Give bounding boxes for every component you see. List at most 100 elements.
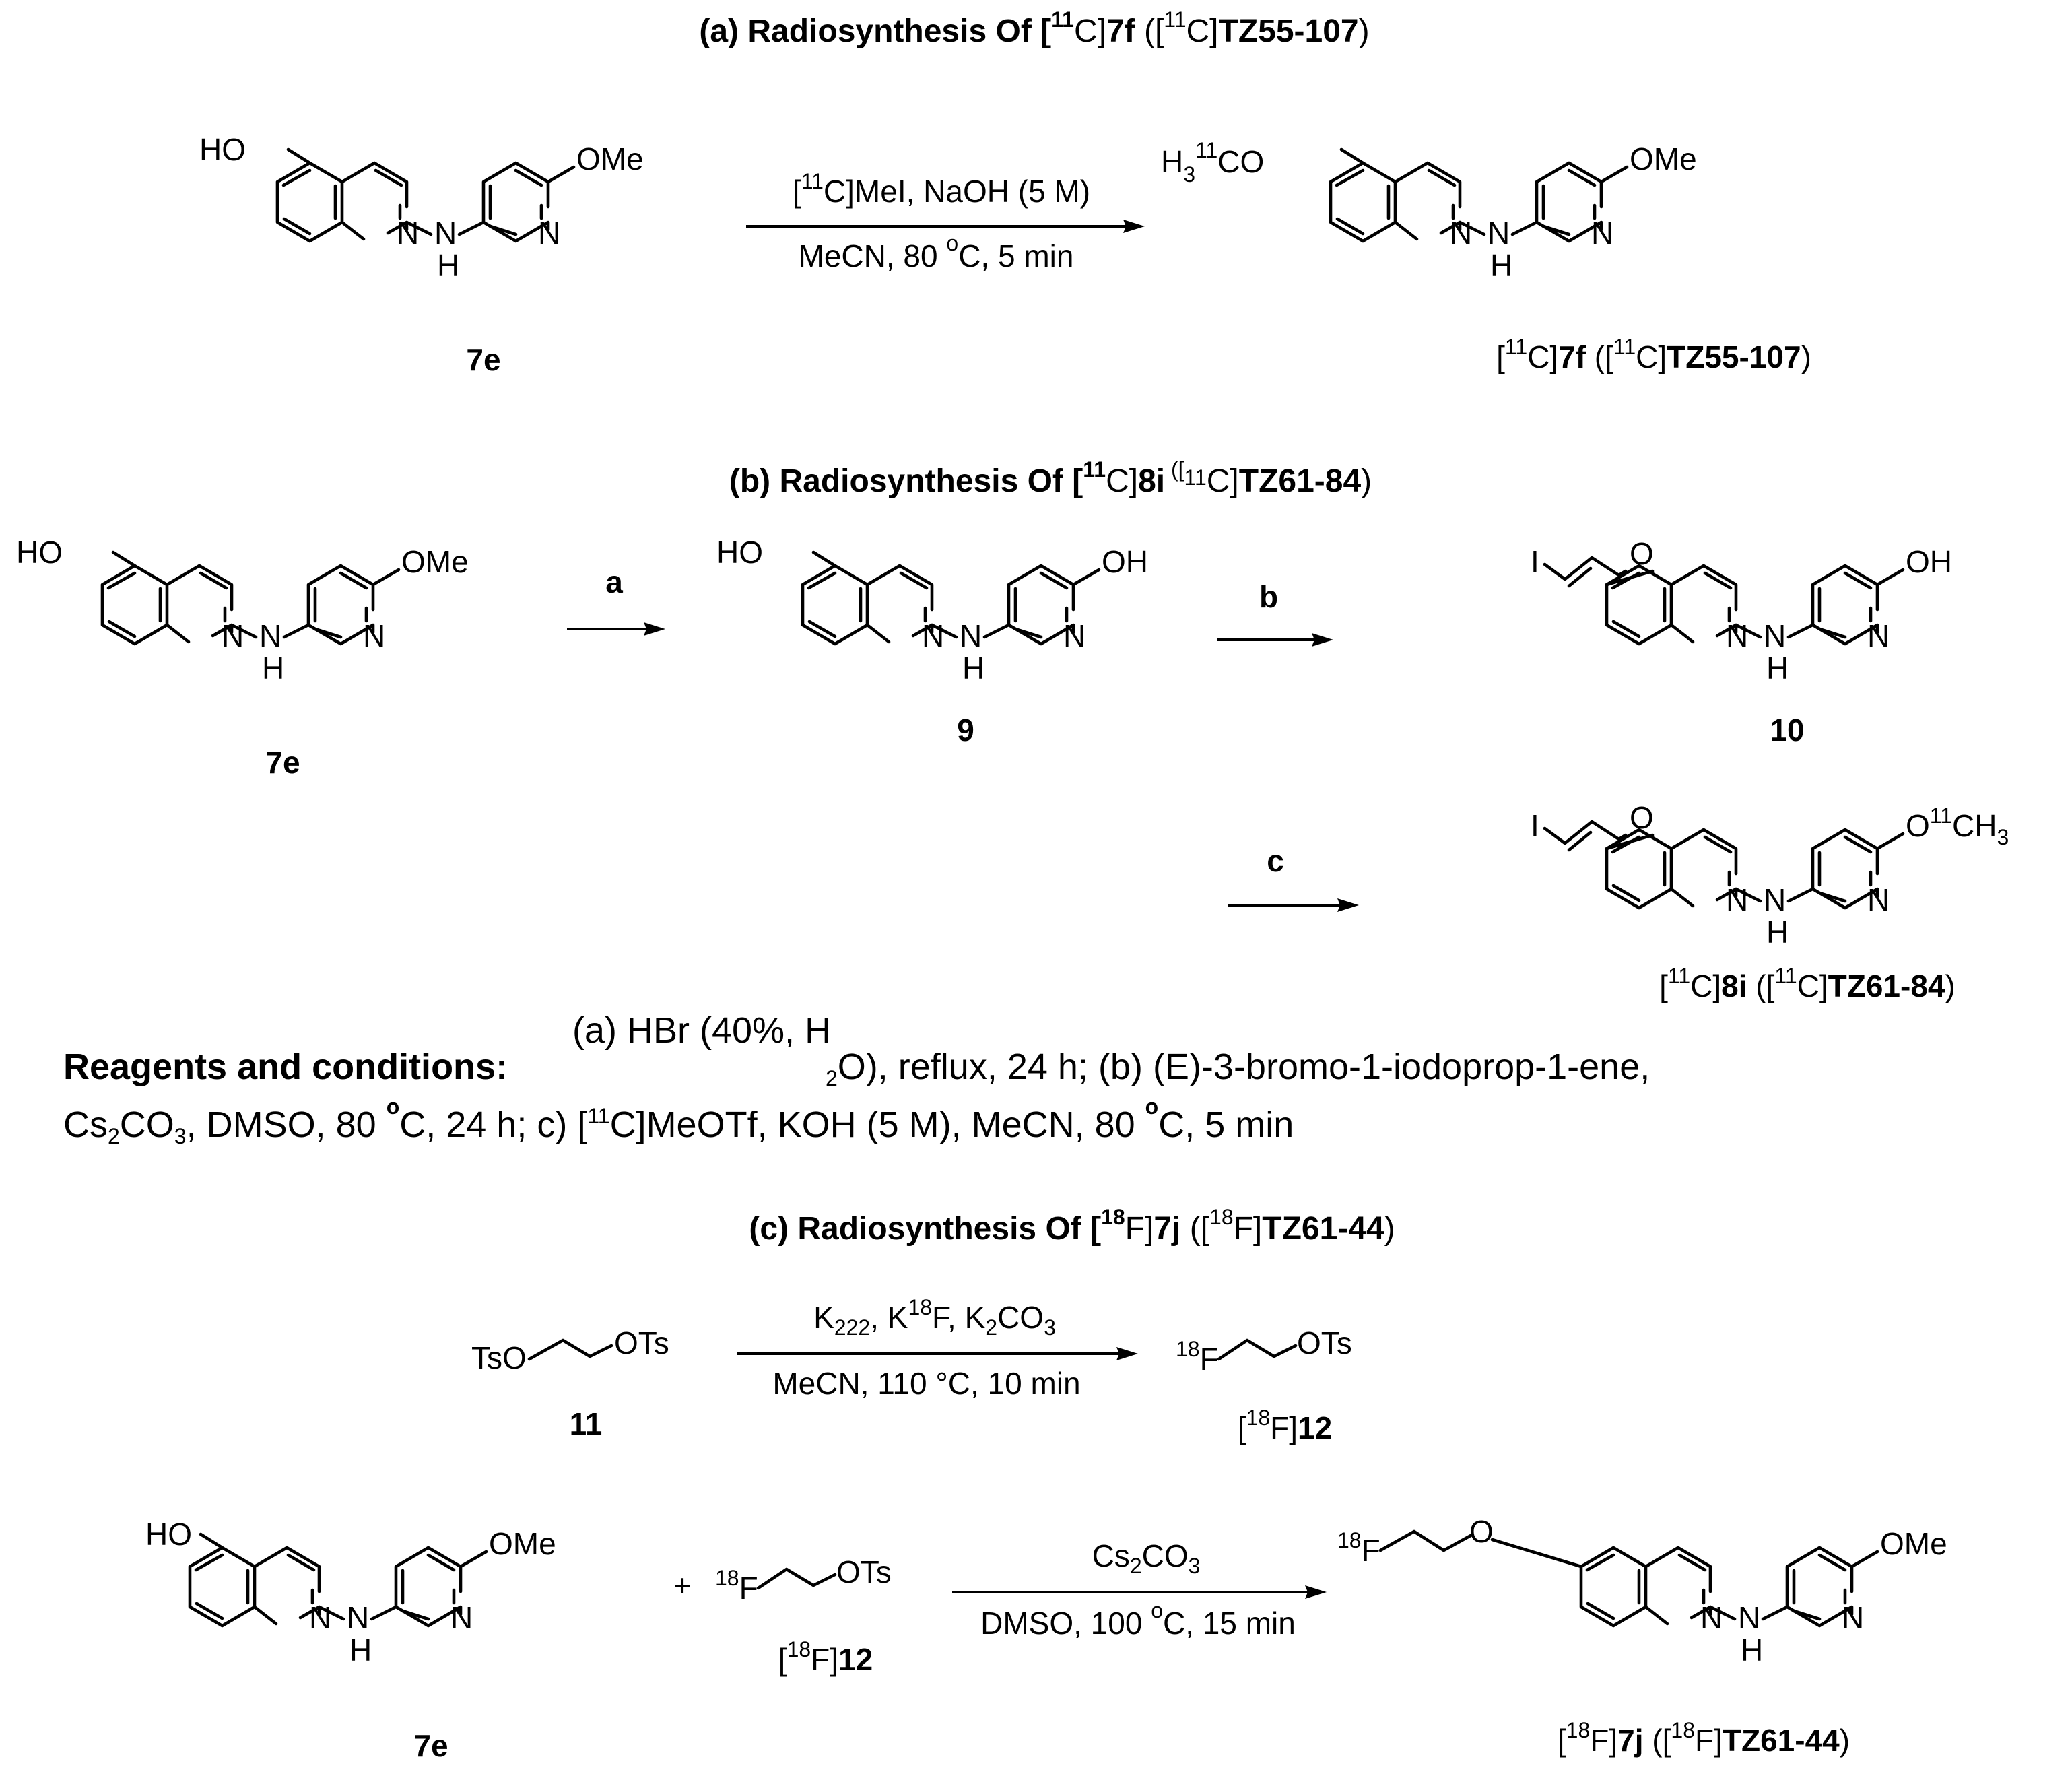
conditions-l2-iso: 11 bbox=[587, 1104, 609, 1128]
atom-h: H bbox=[437, 248, 459, 283]
atom-n: N bbox=[1764, 882, 1786, 917]
atom-n: N bbox=[259, 618, 281, 653]
atom-f18-mass: 18 bbox=[715, 1566, 739, 1590]
label-12b-bold: 12 bbox=[838, 1642, 873, 1677]
label-8i-iso2: 11 bbox=[1774, 964, 1797, 988]
atom-n: N bbox=[1842, 1600, 1864, 1635]
atom-o11ch3-3: 3 bbox=[1997, 825, 2009, 849]
arrow-c2-top-sub: 2 bbox=[1130, 1554, 1142, 1578]
header-a-bold2: TZ55-107 bbox=[1219, 13, 1359, 49]
label-7j-bold2: TZ61-44 bbox=[1723, 1723, 1840, 1758]
header-c: (c) Radiosynthesis Of [18F]7j ([18F]TZ61… bbox=[749, 1205, 1395, 1247]
label-12-bold: 12 bbox=[1298, 1410, 1332, 1445]
label-7f: [11C]7f ([11C]TZ55-107) bbox=[1496, 335, 1811, 374]
label-7f-mid: C] bbox=[1527, 339, 1558, 374]
arrow-c1-top-mid: , K bbox=[870, 1300, 908, 1335]
label-7j-iso: 18 bbox=[1566, 1718, 1591, 1742]
header-b-prefix: (b) Radiosynthesis Of [ bbox=[729, 463, 1083, 499]
conditions-l1-rest: O), reflux, 24 h; (b) (E)-3-bromo-1-iodo… bbox=[838, 1047, 1650, 1087]
atom-oh: OH bbox=[1906, 544, 1952, 579]
atom-n: N bbox=[1867, 618, 1890, 653]
arrow-c2-bottom-pre: DMSO, 100 bbox=[980, 1606, 1151, 1641]
atom-ome: OMe bbox=[489, 1526, 556, 1561]
atom-f18: 18F bbox=[1176, 1337, 1219, 1377]
atom-n: N bbox=[222, 618, 244, 653]
header-a-close: ) bbox=[1359, 13, 1370, 49]
label-7e-a: 7e bbox=[466, 342, 500, 377]
atom-n: N bbox=[960, 618, 982, 653]
label-7j-bold1: 7j bbox=[1617, 1723, 1643, 1758]
label-7f-bold2: TZ55-107 bbox=[1667, 339, 1801, 374]
arrow-b-c bbox=[1228, 898, 1359, 912]
arrow-c1 bbox=[737, 1347, 1138, 1360]
label-12-iso: 18 bbox=[1246, 1406, 1271, 1430]
label-8i-mid: C] bbox=[1690, 968, 1721, 1003]
arrow-c2-bottom-deg: o bbox=[1151, 1598, 1163, 1622]
structure-12: 18F OTs bbox=[1176, 1325, 1352, 1377]
arrow-c2-top-sub2: 3 bbox=[1189, 1554, 1201, 1578]
label-7f-iso2: 11 bbox=[1613, 335, 1636, 359]
label-7f-paren: ([ bbox=[1586, 339, 1613, 374]
structure-7e-a: HO OMe N N H N bbox=[199, 132, 644, 283]
arrow-a-top: [11C]MeI, NaOH (5 M) bbox=[793, 169, 1090, 209]
label-7j-iso2: 18 bbox=[1671, 1718, 1695, 1742]
atom-n: N bbox=[309, 1600, 331, 1635]
arrow-c2-bottom-post: C, 15 min bbox=[1163, 1606, 1296, 1641]
atom-n: N bbox=[1764, 618, 1786, 653]
atom-h3-11co-h: H bbox=[1161, 144, 1183, 179]
arrow-c1-top-post2: CO bbox=[997, 1300, 1044, 1335]
atom-ome: OMe bbox=[1630, 141, 1697, 176]
header-b-paren: ([ bbox=[1165, 457, 1184, 482]
atom-n: N bbox=[1591, 216, 1613, 251]
label-8i-bold1: 8i bbox=[1721, 968, 1747, 1003]
atom-h: H bbox=[1490, 248, 1512, 283]
atom-h: H bbox=[1766, 651, 1789, 686]
conditions-l2-sub2: 3 bbox=[174, 1124, 187, 1148]
arrow-a-bottom-post: C, 5 min bbox=[958, 238, 1073, 273]
arrow-c1-top-post: F, K bbox=[932, 1300, 986, 1335]
conditions-line1: 2O), reflux, 24 h; (b) (E)-3-bromo-1-iod… bbox=[826, 1047, 1650, 1090]
arrow-b-c-label: c bbox=[1267, 843, 1284, 878]
header-a-bold1: 7f bbox=[1106, 13, 1136, 49]
arrow-b-a bbox=[567, 622, 665, 636]
atom-n: N bbox=[1738, 1600, 1760, 1635]
atom-ho: HO bbox=[16, 535, 63, 570]
atom-f18-mass: 18 bbox=[1176, 1337, 1200, 1361]
header-b-bold2: TZ61-84 bbox=[1239, 463, 1362, 499]
atom-h: H bbox=[962, 651, 984, 686]
arrow-a-bottom-deg: o bbox=[946, 231, 958, 255]
conditions-l1-sub: 2 bbox=[826, 1066, 838, 1090]
arrow-c1-top-iso: 18 bbox=[908, 1295, 932, 1319]
conditions-l2-sub: 2 bbox=[108, 1124, 120, 1148]
label-7j-mid2: F] bbox=[1695, 1723, 1723, 1758]
structure-9: HO OH N N H N bbox=[716, 535, 1148, 686]
atom-f18-f: F bbox=[1200, 1342, 1219, 1377]
label-9: 9 bbox=[957, 713, 974, 748]
atom-h: H bbox=[349, 1633, 372, 1668]
structure-11: TsO OTs bbox=[471, 1325, 669, 1375]
label-8i-pre: [ bbox=[1659, 968, 1668, 1003]
label-7f-bold1: 7f bbox=[1558, 339, 1586, 374]
atom-f18-mass: 18 bbox=[1337, 1528, 1362, 1552]
label-8i-close: ) bbox=[1945, 968, 1956, 1003]
header-c-bold1: 7j bbox=[1154, 1211, 1180, 1247]
atom-i: I bbox=[1531, 808, 1539, 843]
structure-7f: H311CO OMe N N H N bbox=[1161, 138, 1697, 283]
label-12-bottom: [18F]12 bbox=[778, 1637, 873, 1677]
header-c-mid: F] bbox=[1125, 1211, 1154, 1247]
label-7e-c: 7e bbox=[413, 1728, 448, 1763]
header-a-iso2: 11 bbox=[1164, 7, 1186, 32]
label-8i: [11C]8i ([11C]TZ61-84) bbox=[1659, 964, 1956, 1003]
arrow-c1-top-ksub: 222 bbox=[834, 1315, 870, 1340]
atom-h: H bbox=[262, 651, 284, 686]
label-11: 11 bbox=[570, 1406, 603, 1441]
header-b-close: ) bbox=[1361, 463, 1372, 499]
label-7f-close: ) bbox=[1801, 339, 1811, 374]
arrow-a-bottom: MeCN, 80 oC, 5 min bbox=[799, 231, 1074, 273]
header-c-bold2: TZ61-44 bbox=[1262, 1211, 1384, 1247]
atom-ots: OTs bbox=[614, 1325, 669, 1360]
label-7j: [18F]7j ([18F]TZ61-44) bbox=[1558, 1718, 1850, 1758]
arrow-c1-top-sub3: 3 bbox=[1044, 1315, 1056, 1340]
label-7e-b: 7e bbox=[265, 745, 300, 780]
conditions-l2-c: , DMSO, 80 bbox=[187, 1105, 387, 1145]
